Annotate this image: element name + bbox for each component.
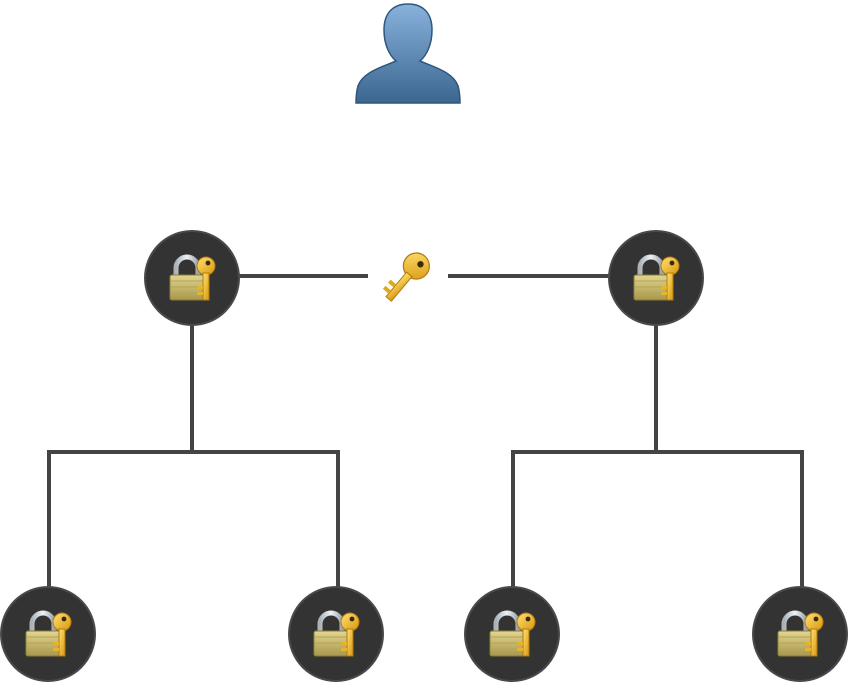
key-icon [382, 252, 430, 302]
edge-right-branch [511, 450, 804, 600]
connector-lines [47, 274, 804, 600]
edge-left-branch [47, 450, 340, 600]
user-silhouette-icon [355, 3, 461, 104]
node-bottom-3[interactable] [464, 586, 560, 682]
node-bottom-2[interactable] [288, 586, 384, 682]
node-bottom-1[interactable] [0, 586, 96, 682]
node-top-right[interactable] [608, 230, 704, 326]
node-top-left[interactable] [144, 230, 240, 326]
node-bottom-4[interactable] [752, 586, 848, 682]
